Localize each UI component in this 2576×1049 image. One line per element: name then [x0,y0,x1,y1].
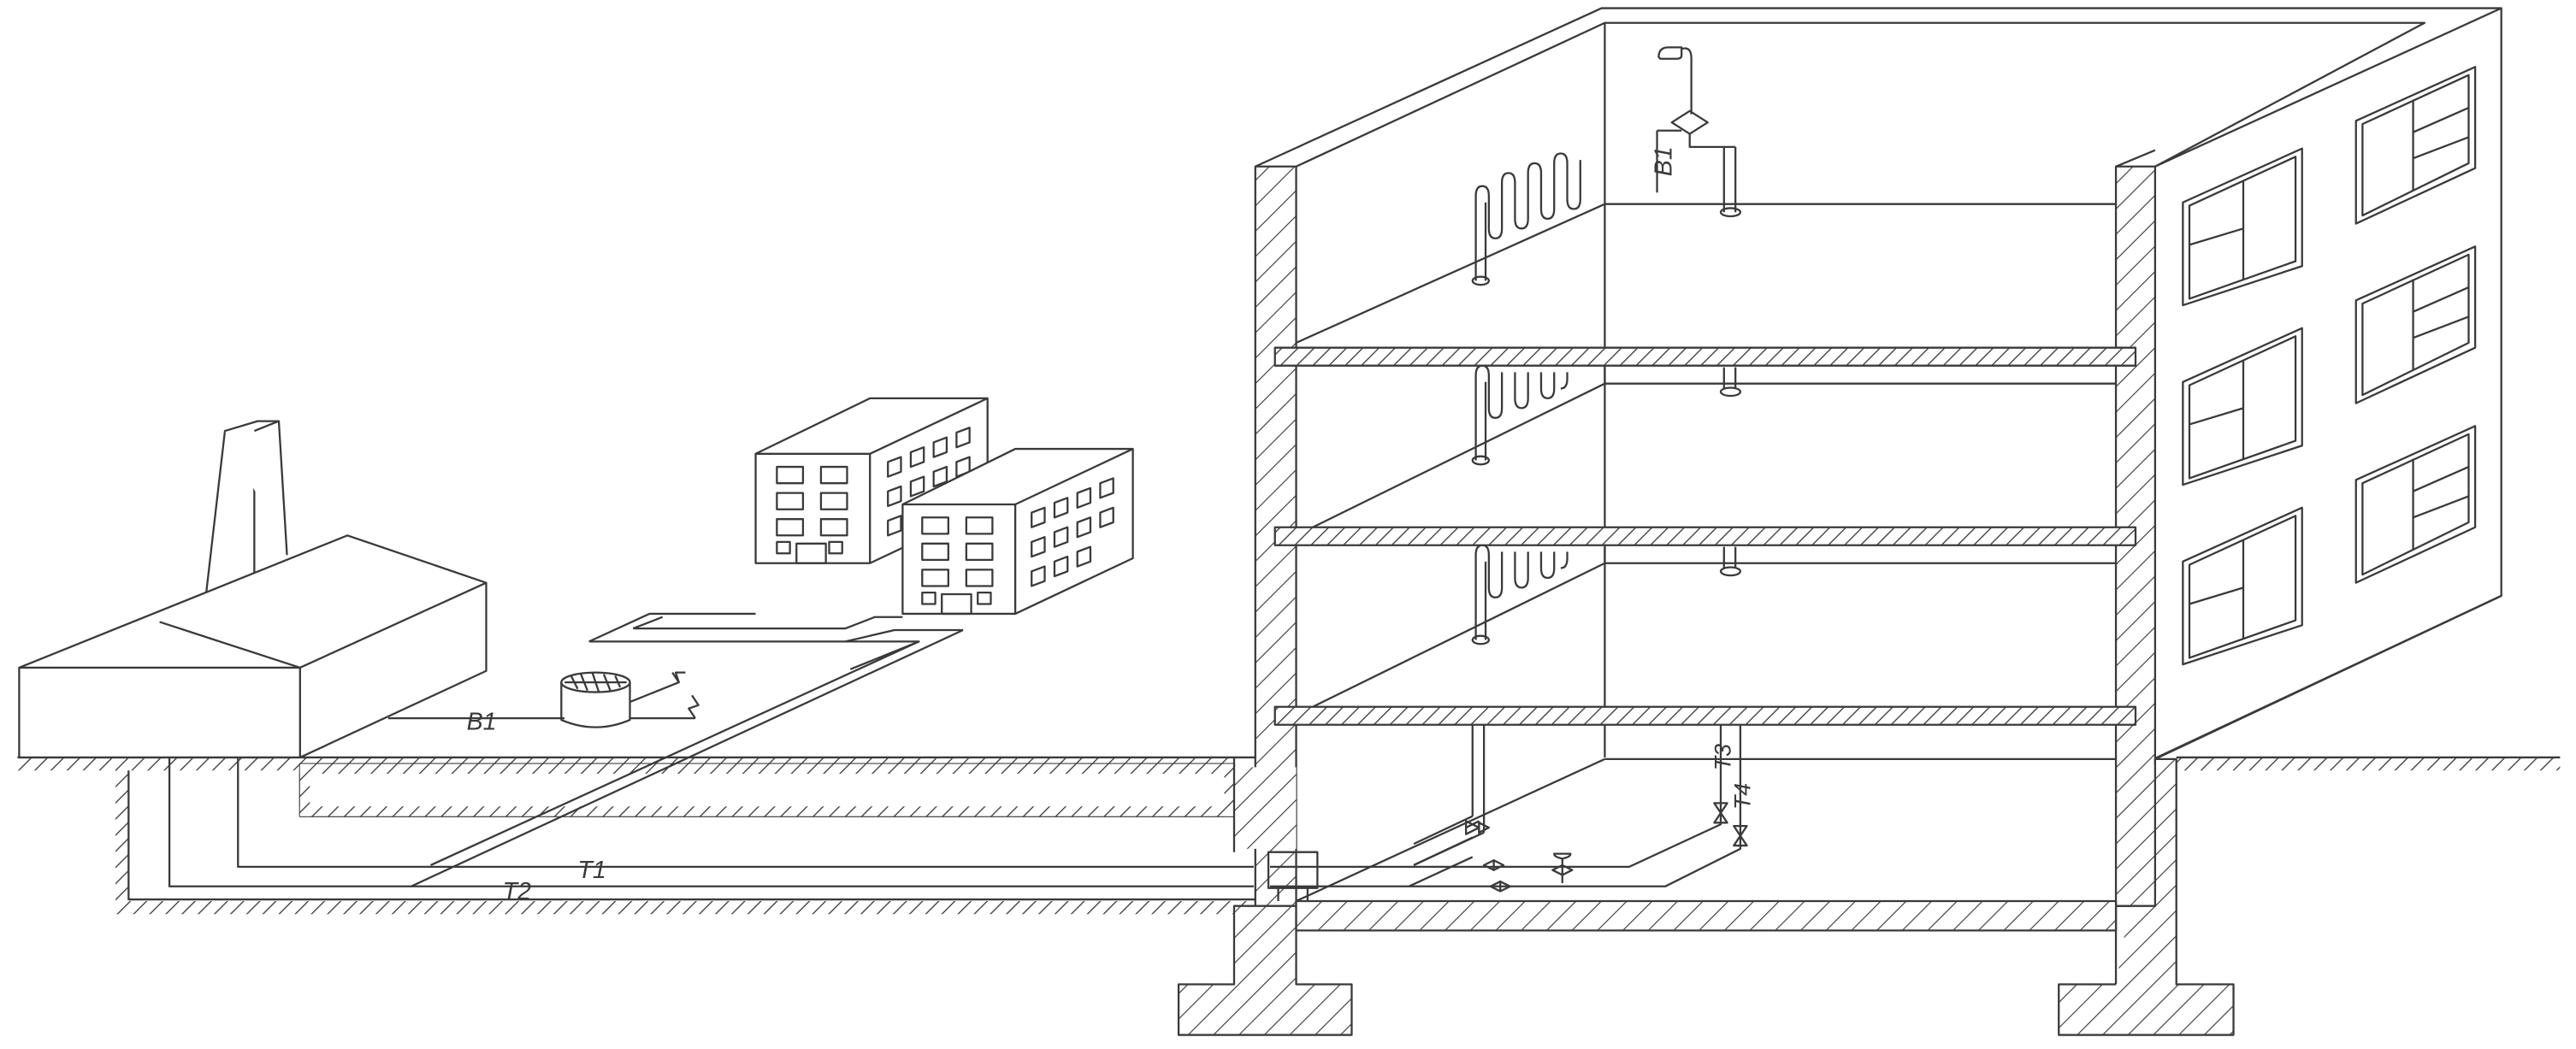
t1-label: T1 [577,857,606,884]
facade-windows [2182,66,2477,666]
underground-channel [115,763,1275,915]
water-tank [387,671,700,728]
t2-label: T2 [503,878,531,905]
b1-ground-label: B1 [467,708,497,735]
radiators [1471,152,1581,645]
t4-label: T4 [1729,783,1755,810]
factory [18,420,487,759]
b1-top-label: B1 [1651,146,1678,176]
residential-block-b [901,447,1134,616]
main-building-structure [1177,7,2502,1036]
district-heating-pipes [168,612,1254,887]
shower-assembly [1656,46,1742,577]
t3-label: T3 [1710,744,1735,770]
basement-piping [1267,724,1748,901]
